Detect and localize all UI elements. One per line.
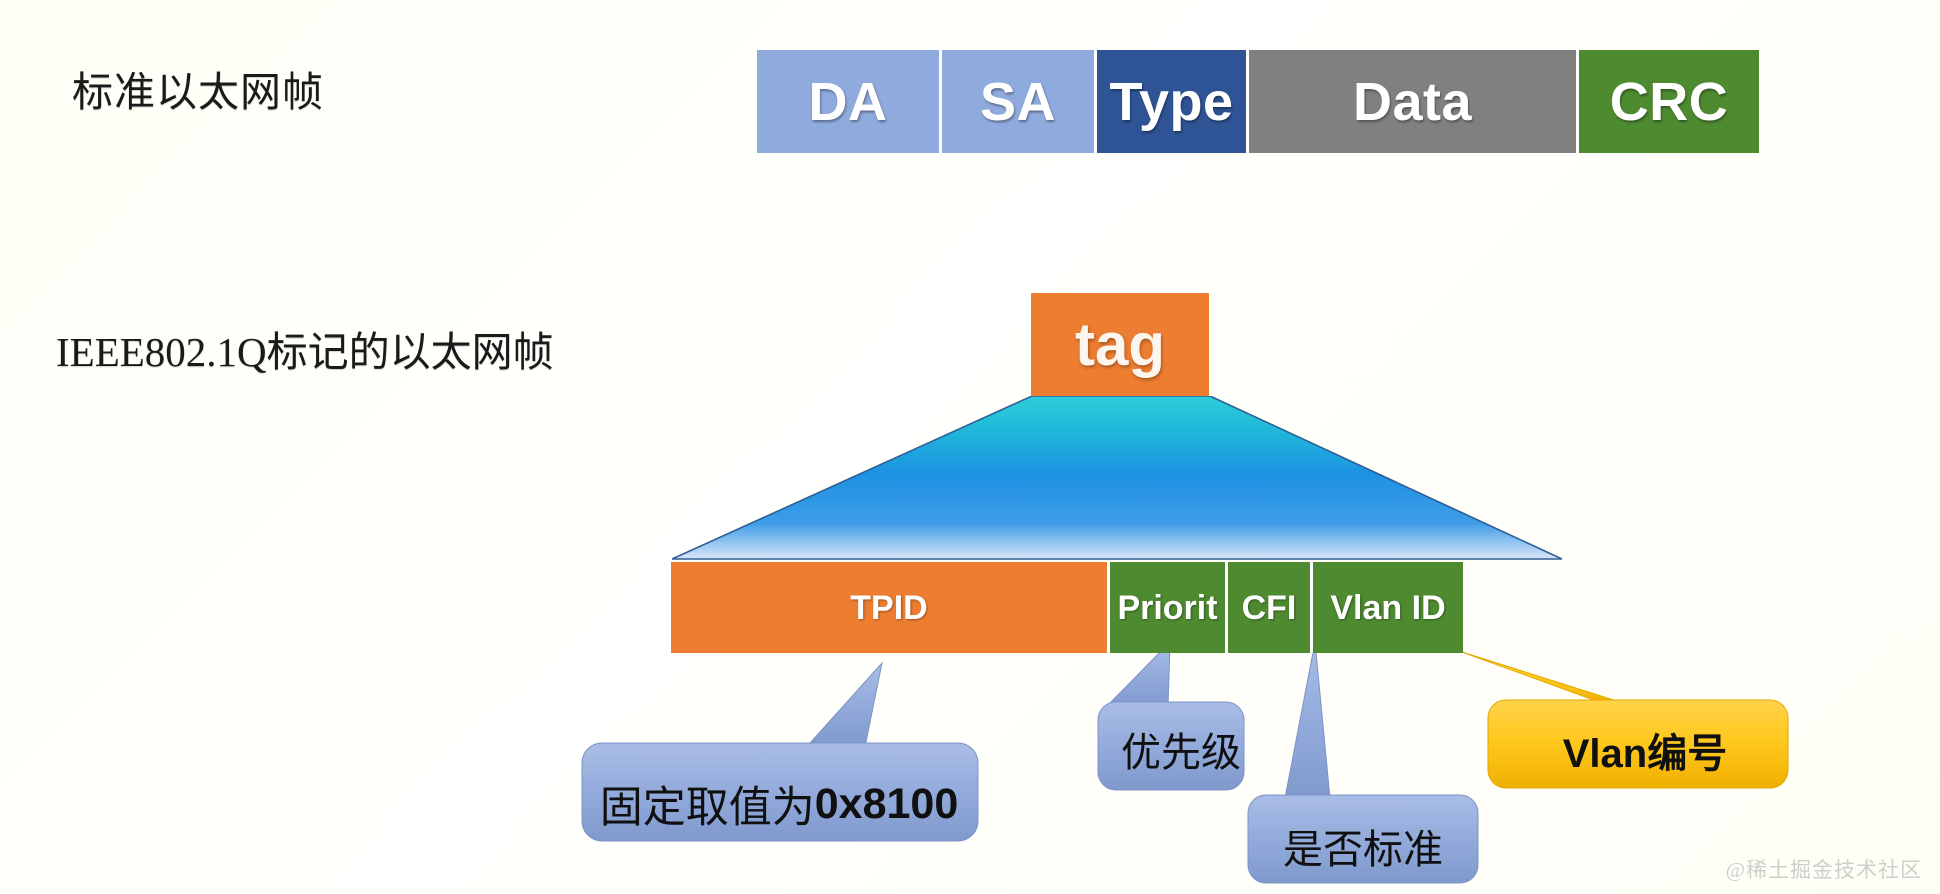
callout-bubble-priority[interactable] bbox=[1090, 640, 1300, 805]
callout-bubble-vlan[interactable] bbox=[1460, 648, 1800, 798]
tag-field-priority[interactable]: Priorit bbox=[1110, 562, 1228, 653]
frame-field-crc[interactable]: CRC bbox=[1579, 50, 1759, 153]
frame-field-data[interactable]: Data bbox=[1249, 50, 1579, 153]
caption-standard-ethernet-frame: 标准以太网帧 bbox=[72, 69, 324, 115]
callout-bubble-cfi[interactable] bbox=[1240, 640, 1490, 890]
tag-box[interactable]: tag bbox=[1031, 293, 1209, 396]
frame-field-type[interactable]: Type bbox=[1097, 50, 1249, 153]
tag-field-cfi[interactable]: CFI bbox=[1228, 562, 1313, 653]
tag-field-vlan-id[interactable]: Vlan ID bbox=[1313, 562, 1463, 653]
frame-field-sa[interactable]: SA bbox=[942, 50, 1097, 153]
watermark: @稀土掘金技术社区 bbox=[1725, 858, 1922, 882]
expansion-funnel-shape bbox=[672, 396, 1562, 560]
ethernet-frame-row: DA SA Type Data CRC bbox=[757, 50, 1759, 153]
callout-bubble-tpid[interactable] bbox=[570, 655, 990, 855]
caption-dot1q-tagged-frame: IEEE802.1Q标记的以太网帧 bbox=[56, 329, 554, 375]
tag-field-tpid[interactable]: TPID bbox=[671, 562, 1110, 653]
frame-field-da[interactable]: DA bbox=[757, 50, 942, 153]
tag-field-row: TPID Priorit CFI Vlan ID bbox=[671, 562, 1463, 653]
